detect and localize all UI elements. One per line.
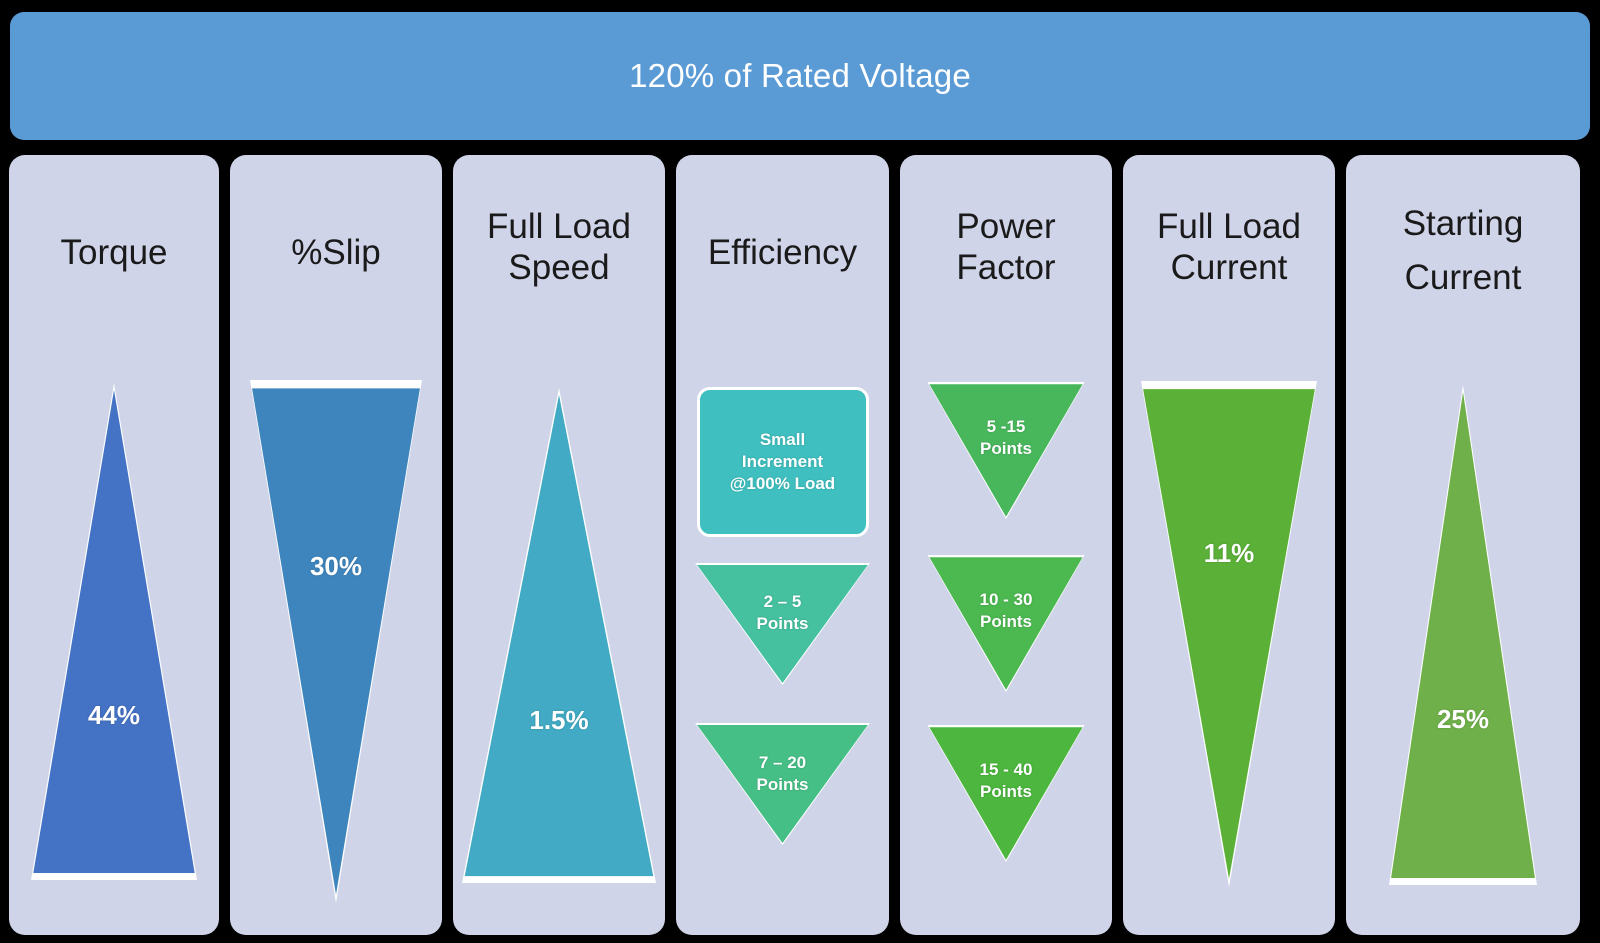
shape-value-full-load-speed: 1.5% bbox=[529, 704, 589, 735]
shape-efficiency-down-triangle-2: 7 – 20 Points bbox=[695, 723, 870, 845]
column-power-factor: Power Factor 5 -15 Points 10 - 30 Points bbox=[900, 155, 1112, 935]
title-line-1: Full Load bbox=[487, 207, 631, 246]
title-line-2: Current bbox=[1170, 247, 1288, 287]
shape-value-efficiency-1: 2 – 5 Points bbox=[757, 591, 809, 635]
shape-value-slip: 30% bbox=[309, 550, 363, 581]
shape-value-power-factor-1: 5 -15 Points bbox=[980, 416, 1032, 460]
column-full-load-current: Full Load Current 11% bbox=[1123, 155, 1335, 935]
efficiency-box-line-1: Small bbox=[759, 430, 806, 450]
triangle-fill bbox=[1143, 389, 1315, 879]
column-slip: %Slip 30% bbox=[230, 155, 442, 935]
triangle-fill bbox=[1391, 392, 1535, 878]
shape-starting-current-up-triangle: 25% bbox=[1389, 385, 1537, 885]
column-torque: Torque 44% bbox=[9, 155, 219, 935]
column-title-efficiency: Efficiency bbox=[707, 233, 858, 272]
shape-full-load-current-down-triangle: 11% bbox=[1141, 381, 1317, 887]
shape-power-factor-down-triangle-1: 5 -15 Points bbox=[927, 382, 1085, 519]
triangle-fill bbox=[252, 388, 420, 895]
shape-power-factor-down-triangle-3: 15 - 40 Points bbox=[927, 725, 1085, 862]
column-title-torque: Torque bbox=[60, 233, 168, 272]
shape-value-torque: 44% bbox=[87, 699, 141, 730]
column-title-power-factor: Power Factor bbox=[900, 207, 1112, 288]
shape-value-starting-current: 25% bbox=[1436, 704, 1490, 735]
value-line-1: 2 – 5 bbox=[763, 592, 802, 612]
shape-value-efficiency-2: 7 – 20 Points bbox=[757, 752, 809, 796]
value-line-2: Points bbox=[980, 611, 1032, 631]
shape-full-load-speed-up-triangle: 1.5% bbox=[462, 388, 656, 883]
triangle-fill bbox=[33, 389, 195, 874]
shape-value-power-factor-2: 10 - 30 Points bbox=[980, 589, 1033, 633]
header-banner: 120% of Rated Voltage bbox=[10, 12, 1590, 140]
value-line-1: 15 - 40 bbox=[979, 759, 1033, 779]
shape-efficiency-down-triangle-1: 2 – 5 Points bbox=[695, 563, 870, 685]
column-title-full-load-speed: Full Load Speed bbox=[453, 207, 665, 288]
column-title-full-load-current: Full Load Current bbox=[1123, 207, 1335, 288]
shape-torque-up-triangle: 44% bbox=[31, 383, 197, 880]
shape-value-full-load-current: 11% bbox=[1203, 538, 1255, 569]
value-line-2: Points bbox=[756, 614, 809, 633]
title-line-2: Factor bbox=[956, 247, 1056, 287]
column-efficiency: Efficiency Small Increment @100% Load 2 … bbox=[676, 155, 889, 935]
column-starting-current: Starting Current 25% bbox=[1346, 155, 1580, 935]
column-full-load-speed: Full Load Speed 1.5% bbox=[453, 155, 665, 935]
value-line-1: 10 - 30 bbox=[979, 589, 1033, 609]
shape-efficiency-rounded-box: Small Increment @100% Load bbox=[696, 387, 869, 537]
shape-slip-down-triangle: 30% bbox=[250, 380, 422, 903]
column-title-starting-current: Starting Current bbox=[1346, 197, 1580, 306]
columns-row: Torque 44% %Slip 30% Full Load Speed bbox=[9, 155, 1593, 935]
title-line-2: Speed bbox=[508, 247, 610, 287]
column-title-slip: %Slip bbox=[291, 233, 381, 272]
efficiency-box-line-2: Increment bbox=[741, 452, 824, 472]
title-line-1: Power bbox=[956, 207, 1056, 246]
value-line-2: Points bbox=[980, 781, 1032, 801]
triangle-fill bbox=[464, 394, 654, 877]
title-line-2: Current bbox=[1404, 258, 1522, 298]
value-line-1: 7 – 20 bbox=[758, 753, 807, 773]
shape-power-factor-down-triangle-2: 10 - 30 Points bbox=[927, 555, 1085, 692]
title-line-1: Starting bbox=[1402, 204, 1524, 243]
efficiency-box-line-3: @100% Load bbox=[729, 473, 836, 493]
header-title: 120% of Rated Voltage bbox=[629, 57, 971, 94]
value-line-2: Points bbox=[756, 775, 809, 794]
value-line-2: Points bbox=[980, 438, 1032, 458]
value-line-1: 5 -15 bbox=[986, 416, 1026, 436]
shape-value-power-factor-3: 15 - 40 Points bbox=[980, 759, 1033, 803]
title-line-1: Full Load bbox=[1157, 207, 1301, 246]
